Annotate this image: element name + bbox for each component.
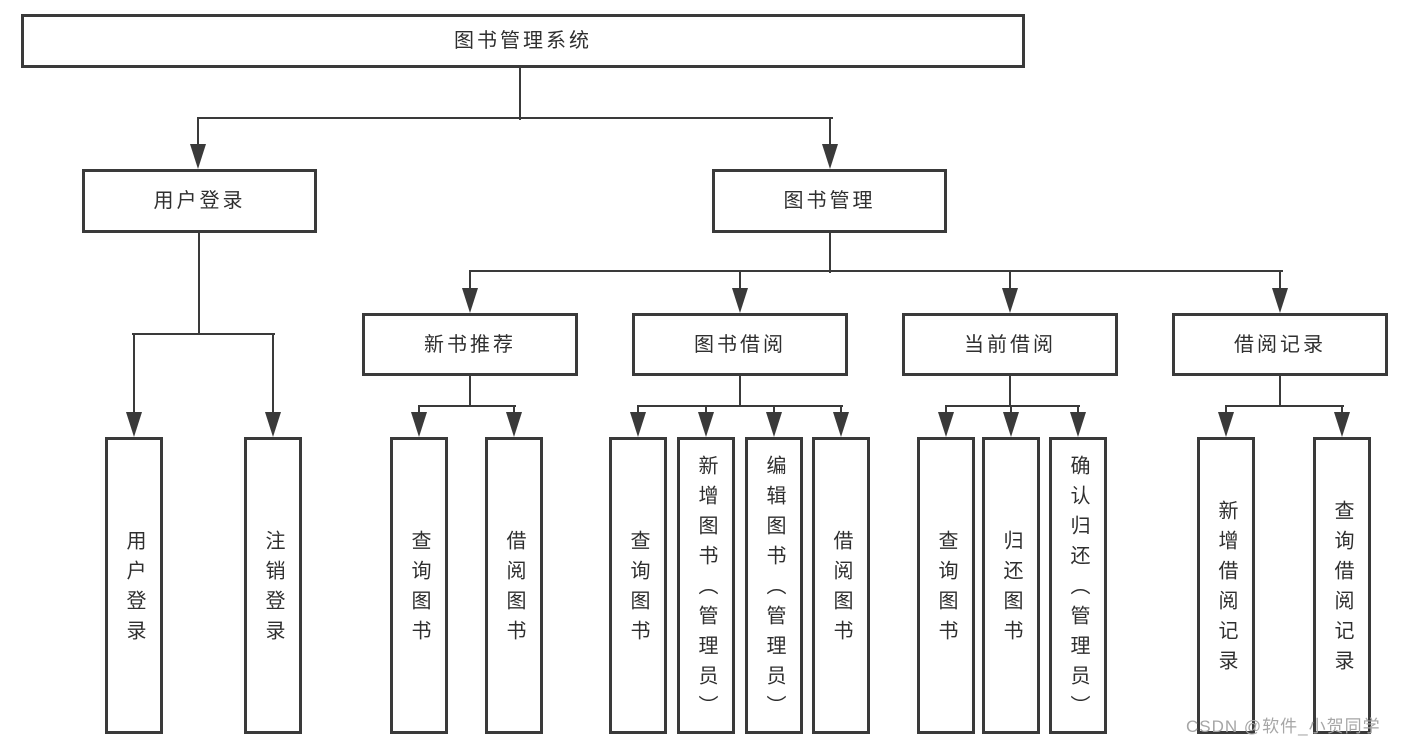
csdn-watermark: CSDN @软件_小贺同学	[1186, 717, 1381, 736]
leaf-user-login: 用户登录	[105, 437, 163, 734]
connector-root-horizontal	[196, 116, 833, 120]
connector-stem-new-book	[468, 271, 472, 291]
connector-bookborrow-horizontal	[636, 404, 843, 408]
arrow-down-icon	[265, 412, 281, 437]
arrow-down-icon	[766, 412, 782, 437]
leaf-logout: 注销登录	[244, 437, 302, 734]
node-new-book-recommendation: 新书推荐	[362, 313, 578, 376]
connector-userlogin-horizontal	[131, 332, 275, 336]
leaf-return-books: 归还图书	[982, 437, 1040, 734]
connector-userlogin-vertical	[197, 233, 201, 335]
connector-stem-borrow-records	[1278, 271, 1282, 291]
node-book-management: 图书管理	[712, 169, 947, 233]
leaf-confirm-return-admin: 确认归还（管理员）	[1049, 437, 1107, 734]
connector-records-vertical	[1278, 376, 1282, 407]
connector-bookborrow-vertical	[738, 376, 742, 407]
connector-stem-book-management	[828, 118, 832, 152]
arrow-down-icon	[1003, 412, 1019, 437]
arrow-down-icon	[190, 144, 206, 169]
leaf-query-books-current: 查询图书	[917, 437, 975, 734]
leaf-add-books-admin: 新增图书（管理员）	[677, 437, 735, 734]
connector-bookmgmt-vertical	[828, 233, 832, 273]
leaf-add-borrow-record: 新增借阅记录	[1197, 437, 1255, 734]
leaf-borrow-books: 借阅图书	[812, 437, 870, 734]
leaf-query-borrow-record: 查询借阅记录	[1313, 437, 1371, 734]
arrow-down-icon	[462, 288, 478, 313]
leaf-edit-books-admin: 编辑图书（管理员）	[745, 437, 803, 734]
connector-newbook-vertical	[468, 376, 472, 407]
connector-currentborrow-vertical	[1008, 376, 1012, 407]
connector-records-horizontal	[1224, 404, 1344, 408]
leaf-query-books-recommend: 查询图书	[390, 437, 448, 734]
arrow-down-icon	[1334, 412, 1350, 437]
connector-currentborrow-horizontal	[944, 404, 1080, 408]
leaf-query-books-borrowing: 查询图书	[609, 437, 667, 734]
arrow-down-icon	[630, 412, 646, 437]
arrow-down-icon	[698, 412, 714, 437]
connector-stem-logout-leaf	[271, 334, 275, 416]
connector-stem-user-login	[196, 118, 200, 152]
node-current-borrowing: 当前借阅	[902, 313, 1118, 376]
arrow-down-icon	[506, 412, 522, 437]
connector-root-vertical	[518, 68, 522, 120]
arrow-down-icon	[732, 288, 748, 313]
arrow-down-icon	[1272, 288, 1288, 313]
arrow-down-icon	[1002, 288, 1018, 313]
connector-stem-login-leaf	[132, 334, 136, 416]
connector-newbook-horizontal	[417, 404, 516, 408]
arrow-down-icon	[1218, 412, 1234, 437]
arrow-down-icon	[822, 144, 838, 169]
node-library-management-system: 图书管理系统	[21, 14, 1025, 68]
connector-bookmgmt-horizontal	[468, 269, 1283, 273]
arrow-down-icon	[938, 412, 954, 437]
leaf-borrow-books-recommend: 借阅图书	[485, 437, 543, 734]
arrow-down-icon	[833, 412, 849, 437]
node-user-login: 用户登录	[82, 169, 317, 233]
node-borrowing-records: 借阅记录	[1172, 313, 1388, 376]
connector-stem-current-borrow	[1008, 271, 1012, 291]
arrow-down-icon	[1070, 412, 1086, 437]
node-book-borrowing: 图书借阅	[632, 313, 848, 376]
connector-stem-book-borrow	[738, 271, 742, 291]
arrow-down-icon	[126, 412, 142, 437]
arrow-down-icon	[411, 412, 427, 437]
